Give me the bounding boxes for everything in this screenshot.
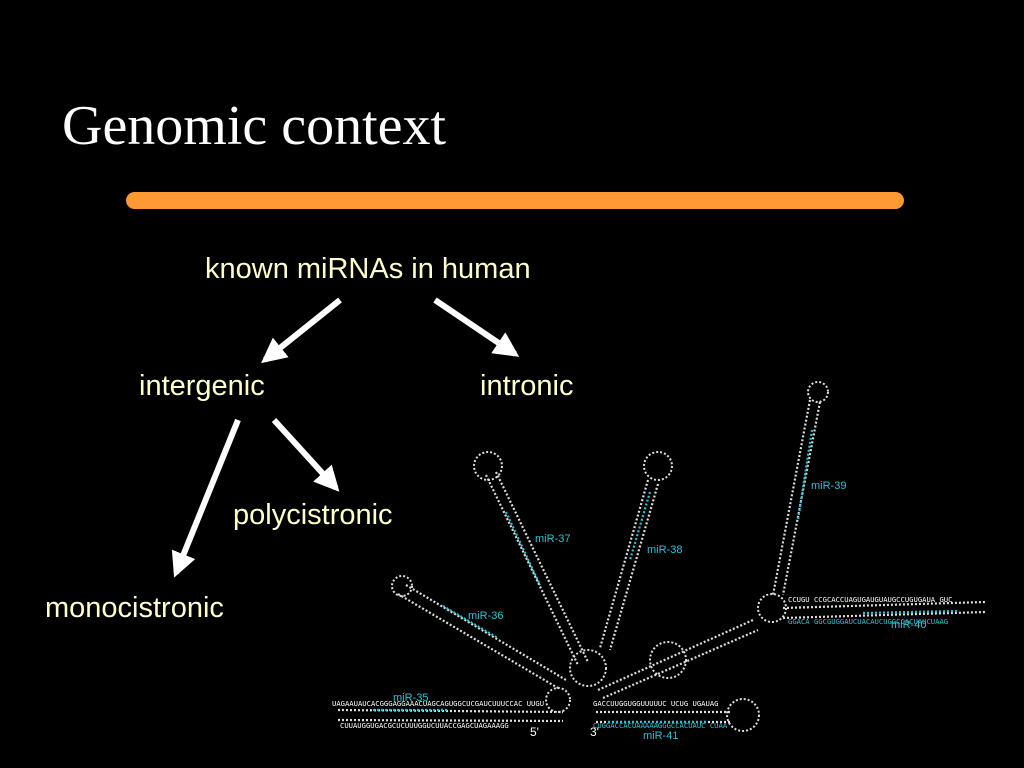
seq-bottom-left: CUUAUGGUGACGCUCUUUGGUCUUACCGAGCUAGAAAGG <box>340 721 509 730</box>
arrow-root-to-intronic <box>433 297 520 357</box>
title-underline <box>126 192 904 209</box>
stem-mir39 <box>771 399 812 596</box>
label-mir37: miR-37 <box>535 533 570 545</box>
label-mir41: miR-41 <box>643 730 678 742</box>
stem-mir40 <box>782 600 987 610</box>
seq-top-right: GACCUUGGUGGUUUUUC UCUG UGAUAG <box>593 699 719 708</box>
mirna-cluster-structure: UAGAAUAUCACGGGAGGAAACUAGCAGUGGCUCGAUCUUU… <box>332 381 987 742</box>
node-intronic: intronic <box>480 370 574 402</box>
label-mir39: miR-39 <box>811 480 846 492</box>
stem-mir35 <box>337 708 564 714</box>
stem-mir36 <box>405 584 567 681</box>
label-three-prime: 3' <box>590 725 599 739</box>
seq-top-left: UAGAAUAUCACGGGAGGAAACUAGCAGUGGCUCGAUCUUU… <box>332 699 544 708</box>
arrow-intergenic-to-polycistronic <box>271 417 340 492</box>
node-intergenic: intergenic <box>139 370 265 402</box>
arrow-root-to-intergenic <box>261 297 342 364</box>
label-mir40: miR-40 <box>891 619 926 631</box>
node-monocistronic: monocistronic <box>45 592 224 624</box>
seq-bottom-right: CUGGACCACUAAAAAGGGCCACUAUC CUAA <box>593 721 728 730</box>
label-mir38: miR-38 <box>647 544 682 556</box>
stem-mir37 <box>485 474 579 666</box>
node-known-mirnas: known miRNAs in human <box>205 253 531 285</box>
label-mir36: miR-36 <box>468 610 503 622</box>
seq-arm40-bottom: GGACA GGCGUGGAUCUACAUCUGGCCACUAUCUAAG <box>788 617 948 626</box>
arrow-intergenic-to-monocistronic <box>171 418 241 578</box>
label-five-prime: 5' <box>530 725 539 739</box>
node-polycistronic: polycistronic <box>233 499 393 531</box>
slide-title: Genomic context <box>62 95 447 157</box>
stem-mir38 <box>598 479 650 649</box>
label-mir35: miR-35 <box>393 692 428 704</box>
seq-arm40-top: CCUGU CCGCACCUAGUGAUGUAUGCCUGUGAUA GUC <box>788 595 952 604</box>
